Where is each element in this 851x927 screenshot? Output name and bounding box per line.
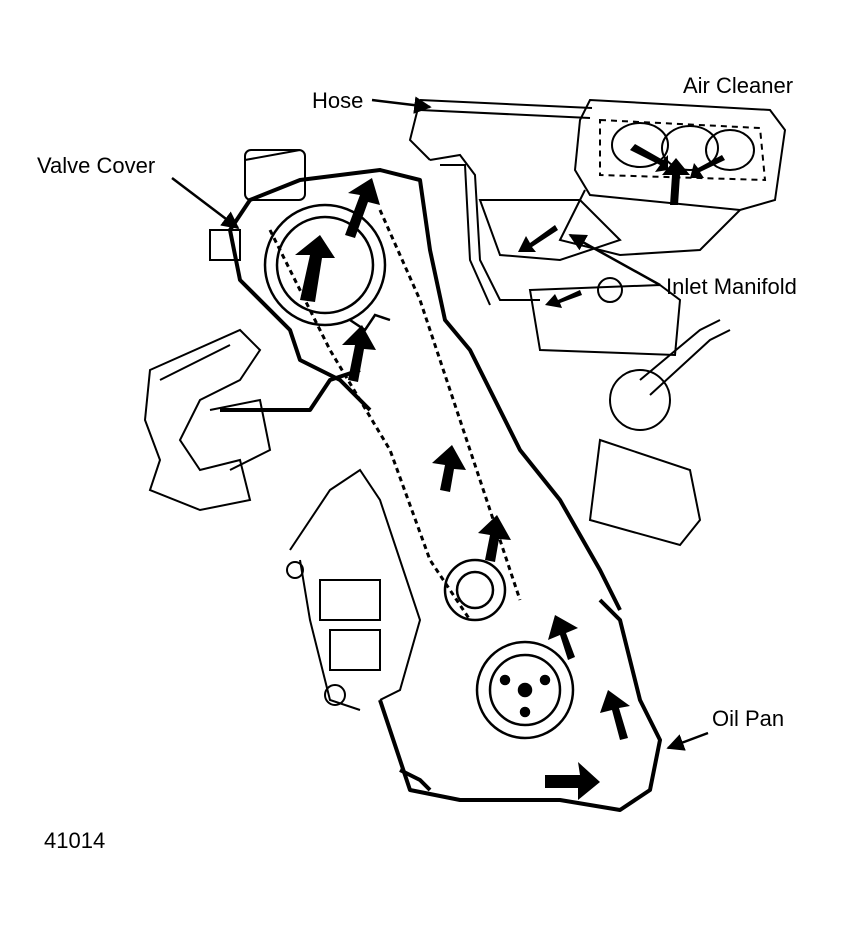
camshaft-sprocket bbox=[263, 203, 391, 332]
timing-chain bbox=[268, 209, 522, 621]
flow-arrow bbox=[478, 515, 511, 562]
oil-pan-leader bbox=[666, 731, 709, 751]
crankshaft-sprocket bbox=[443, 558, 575, 740]
flow-arrow bbox=[545, 290, 582, 308]
valve-cover-leader bbox=[171, 177, 240, 230]
flow-arrow bbox=[548, 615, 578, 660]
air-cleaner-label: Air Cleaner bbox=[683, 73, 794, 98]
inlet-manifold-label: Inlet Manifold bbox=[666, 274, 797, 299]
valve-cover-outline bbox=[220, 168, 622, 611]
airflow-arrows bbox=[295, 144, 725, 800]
exhaust-manifold bbox=[143, 328, 272, 512]
flow-arrow bbox=[662, 158, 690, 205]
hose-leader bbox=[371, 96, 432, 114]
inlet-manifold-leader bbox=[568, 233, 661, 287]
flow-arrow bbox=[545, 762, 600, 800]
flow-arrow bbox=[600, 690, 630, 740]
figure-number: 41014 bbox=[44, 828, 106, 853]
breather-hose bbox=[408, 99, 593, 306]
valve-cover-label: Valve Cover bbox=[37, 153, 156, 178]
flow-arrow bbox=[630, 144, 668, 172]
hose-label: Hose bbox=[312, 88, 364, 113]
flow-arrow bbox=[342, 325, 376, 382]
flow-arrow bbox=[432, 445, 466, 492]
cylinder-head bbox=[209, 149, 306, 261]
leader-lines bbox=[171, 96, 709, 751]
inlet-manifold bbox=[478, 199, 731, 396]
flow-arrow bbox=[518, 225, 558, 252]
oil-pan-outline bbox=[378, 598, 662, 812]
engine-block bbox=[286, 468, 422, 711]
flow-arrow bbox=[690, 155, 725, 178]
oil-pan-label: Oil Pan bbox=[712, 706, 785, 731]
flow-arrow bbox=[345, 178, 380, 238]
air-cleaner-housing bbox=[558, 98, 787, 257]
flow-arrow bbox=[295, 235, 335, 302]
oil-filter bbox=[588, 369, 702, 547]
